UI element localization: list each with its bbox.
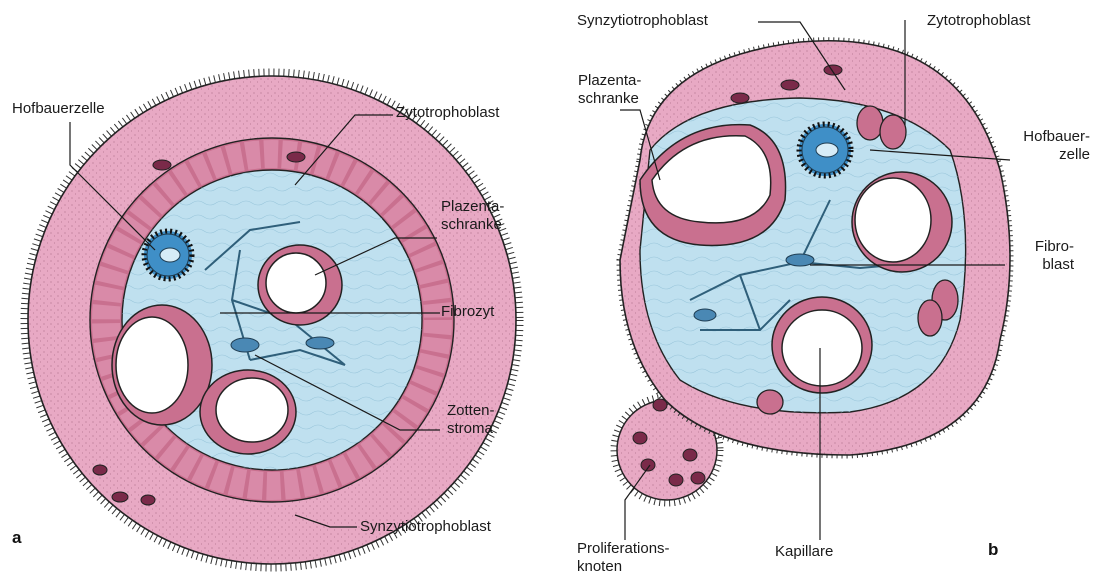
label-b-zytotrophoblast: Zytotrophoblast <box>927 12 1030 30</box>
panel-b-villus <box>614 41 1010 503</box>
label-b-plazentaschranke: Plazenta- schranke <box>578 72 641 108</box>
panel-b-fibroblast <box>786 254 814 266</box>
label-b-kapillare: Kapillare <box>775 543 833 561</box>
label-a-hofbauerzelle: Hofbauerzelle <box>12 100 105 118</box>
panel-b-capillary <box>772 297 872 393</box>
panel-a-capillary <box>112 305 212 425</box>
label-a-plazentaschranke: Plazenta- schranke <box>441 198 504 234</box>
panel-a-fibrocyte <box>231 338 259 352</box>
panel-a-capillary <box>200 370 296 454</box>
label-a-synzytiotrophoblast: Synzytiotrophoblast <box>360 518 491 536</box>
panel-a-letter: a <box>12 528 21 548</box>
label-a-fibrozyt: Fibrozyt <box>441 303 494 321</box>
panel-b-letter: b <box>988 540 998 560</box>
label-a-zottenstroma: Zotten- stroma <box>447 402 495 438</box>
label-b-fibroblast: Fibro- blast <box>1020 238 1074 274</box>
panel-b-capillary <box>852 172 952 272</box>
label-a-zytotrophoblast: Zytotrophoblast <box>396 104 499 122</box>
panel-a-hofbauer-cell <box>144 231 192 279</box>
label-b-proliferationsknoten: Proliferations- knoten <box>577 540 670 576</box>
panel-b-hofbauer-cell <box>799 124 851 176</box>
label-b-synzytiotrophoblast: Synzytiotrophoblast <box>577 12 708 30</box>
label-b-hofbauerzelle: Hofbauer- zelle <box>1020 128 1090 164</box>
